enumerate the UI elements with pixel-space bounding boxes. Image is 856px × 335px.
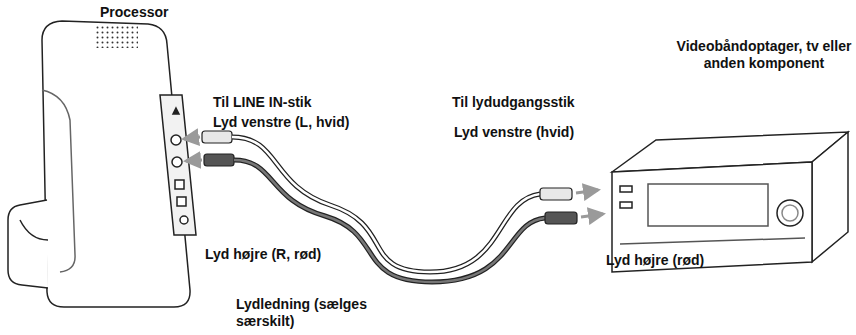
pin-label: Lyd højre (rød) — [606, 252, 704, 269]
pin-label: Lyd højre (R, rød) — [205, 246, 321, 263]
device-name: Processor — [100, 4, 168, 21]
processor-body — [8, 21, 196, 307]
av-component — [612, 132, 848, 272]
connector-label: Til lydudgangsstik — [452, 94, 575, 111]
device-name: Videobåndoptager, tv eller anden kompone… — [676, 38, 852, 72]
pin-label: Lyd venstre (hvid) — [454, 124, 574, 141]
right-plugs — [540, 188, 603, 224]
left-plugs — [184, 131, 234, 166]
pin-label: Lyd venstre (L, hvid) — [213, 114, 349, 131]
cable-label: Lydledning (sælges særskilt) — [236, 296, 411, 330]
connector-label: Til LINE IN-stik — [213, 94, 312, 111]
